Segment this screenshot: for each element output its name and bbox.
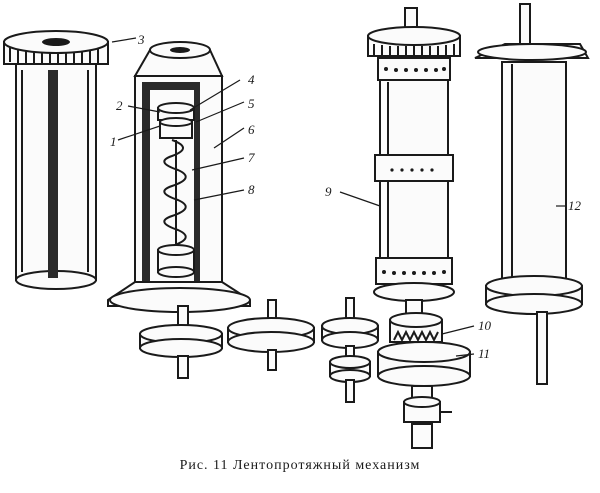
callout-3: 3 [137,32,145,47]
callout-9: 9 [325,184,332,199]
callout-6: 6 [248,122,255,137]
callout-4: 4 [248,72,255,87]
part-9-drum-assembly [367,7,471,449]
callout-10: 10 [478,318,492,333]
callout-labels: 1 2 3 4 5 6 7 8 9 10 11 12 [110,32,582,361]
callout-5: 5 [248,96,255,111]
cutaway-housing [107,41,251,313]
callout-12: 12 [568,198,582,213]
disc-pair [321,297,379,403]
part-12-spool [474,3,590,385]
callout-1: 1 [110,134,117,149]
callout-11: 11 [478,346,490,361]
leader-lines [111,37,566,357]
callout-7: 7 [248,150,255,165]
part-3-sleeve [3,30,109,290]
housing-shaft-disc [139,305,223,379]
callout-8: 8 [248,182,255,197]
callout-2: 2 [116,98,123,113]
disc-large [227,299,315,371]
figure-caption: Рис. 11 Лентопротяжный механизм [179,458,421,473]
